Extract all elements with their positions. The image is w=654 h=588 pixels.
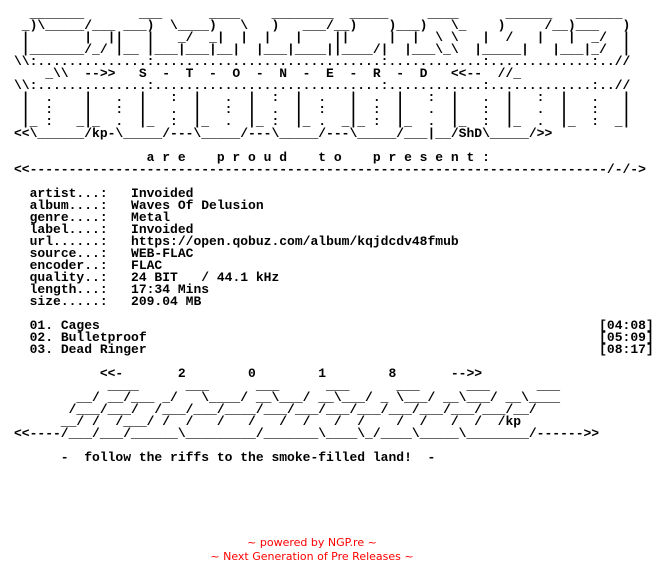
info-row: size.....: 209.04 MB xyxy=(14,294,202,309)
track-time: [05:09] xyxy=(599,330,654,345)
track-row: 02. Bulletproof [05:09] xyxy=(14,330,654,345)
nfo-viewer: _______ ___ ____ ________ _____ ____ ___… xyxy=(14,7,654,563)
track-row: 01. Cages [04:08] xyxy=(14,318,654,333)
info-row: label....: Invoided xyxy=(14,222,194,237)
ascii-footer-art: ____ ___ ___ ___ ___ ___ ___ __/ __/___ … xyxy=(14,378,600,441)
info-key: album....: xyxy=(29,198,108,213)
info-row: artist...: Invoided xyxy=(14,186,194,201)
info-key: url......: xyxy=(29,234,108,249)
info-value: WEB-FLAC xyxy=(131,246,194,261)
year-line: <<- 2 0 1 8 -->> xyxy=(14,366,483,381)
info-key: artist...: xyxy=(29,186,108,201)
info-value: 17:34 Mins xyxy=(131,282,210,297)
info-value: Invoided xyxy=(131,186,194,201)
info-key: label....: xyxy=(29,222,108,237)
track-title: 02. Bulletproof xyxy=(29,330,147,345)
nfo-text: _______ ___ ____ ________ _____ ____ ___… xyxy=(14,6,654,465)
info-key: source...: xyxy=(29,246,108,261)
info-key: quality..: xyxy=(29,270,108,285)
info-value: 24 BIT / 44.1 kHz xyxy=(131,270,280,285)
track-time: [04:08] xyxy=(599,318,654,333)
info-key: length...: xyxy=(29,282,108,297)
track-time: [08:17] xyxy=(599,342,654,357)
info-row: album....: Waves Of Delusion xyxy=(14,198,264,213)
ascii-header-art: _______ ___ ____ ________ _____ ____ ___… xyxy=(14,6,631,141)
info-key: encoder..: xyxy=(29,258,108,273)
track-title: 03. Dead Ringer xyxy=(29,342,147,357)
present-line: a r e p r o u d t o p r e s e n t : xyxy=(14,150,490,165)
info-value: 209.04 MB xyxy=(131,294,202,309)
info-row: encoder..: FLAC xyxy=(14,258,163,273)
info-value: Waves Of Delusion xyxy=(131,198,264,213)
divider-rule: <<--------------------------------------… xyxy=(14,162,646,177)
info-value: https://open.qobuz.com/album/kqjdcdv48fm… xyxy=(131,234,459,249)
info-row: url......: https://open.qobuz.com/album/… xyxy=(14,234,459,249)
info-row: length...: 17:34 Mins xyxy=(14,282,209,297)
info-value: Invoided xyxy=(131,222,194,237)
info-key: genre....: xyxy=(29,210,108,225)
info-row: quality..: 24 BIT / 44.1 kHz xyxy=(14,270,280,285)
info-key: size.....: xyxy=(29,294,108,309)
track-row: 03. Dead Ringer [08:17] xyxy=(14,342,654,357)
info-value: Metal xyxy=(131,210,171,225)
powered-by-text: ~ powered by NGP.re ~ xyxy=(247,536,377,549)
track-title: 01. Cages xyxy=(29,318,100,333)
info-row: genre....: Metal xyxy=(14,210,170,225)
tagline-text: ~ Next Generation of Pre Releases ~ xyxy=(210,550,414,563)
info-value: FLAC xyxy=(131,258,163,273)
info-row: source...: WEB-FLAC xyxy=(14,246,194,261)
slogan-line: - follow the riffs to the smoke-filled l… xyxy=(14,450,436,465)
